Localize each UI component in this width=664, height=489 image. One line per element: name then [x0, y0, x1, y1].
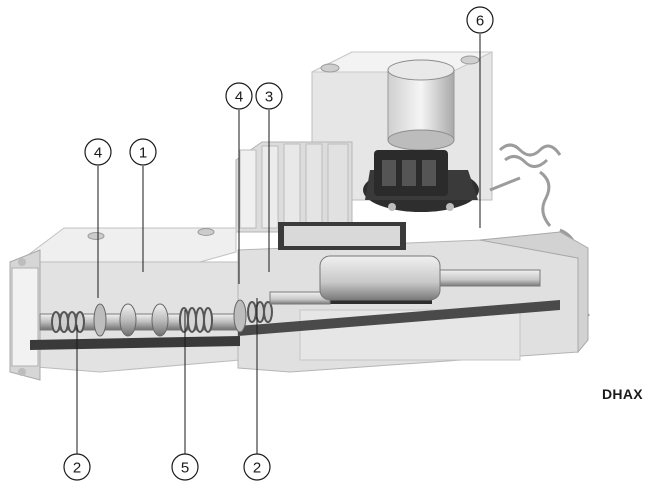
callout-6: 6	[466, 6, 494, 34]
callout-4-right: 4	[225, 82, 253, 110]
callout-2-right: 2	[243, 453, 271, 481]
svg-text:4: 4	[94, 145, 102, 162]
svg-text:2: 2	[253, 460, 261, 477]
callout-4-left: 4	[84, 138, 112, 166]
spool-assembly	[39, 299, 273, 337]
leader-lines	[76, 34, 481, 454]
solenoid-connector	[363, 150, 479, 212]
callout-2-left: 2	[63, 453, 91, 481]
svg-text:6: 6	[476, 13, 484, 30]
finned-block	[235, 141, 353, 233]
pilot-housing	[311, 51, 493, 201]
callout-3: 3	[255, 82, 283, 110]
svg-text:2: 2	[73, 460, 81, 477]
svg-text:1: 1	[139, 145, 147, 162]
callout-5: 5	[171, 453, 199, 481]
piston	[269, 255, 541, 305]
model-label: DHAX	[602, 386, 643, 402]
svg-text:3: 3	[265, 89, 273, 106]
svg-text:5: 5	[181, 460, 189, 477]
svg-text:4: 4	[235, 89, 243, 106]
callout-1: 1	[129, 138, 157, 166]
